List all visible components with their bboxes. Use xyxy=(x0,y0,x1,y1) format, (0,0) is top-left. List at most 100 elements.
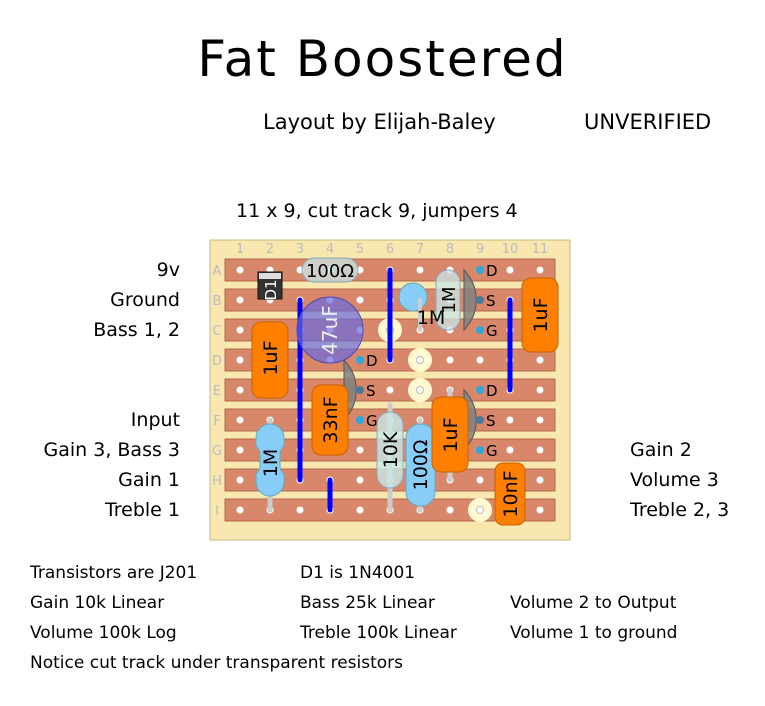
hole xyxy=(536,416,544,424)
track-cut-hole xyxy=(416,356,424,364)
component-label: D1 xyxy=(262,279,280,300)
row-label: I xyxy=(215,504,219,519)
hole xyxy=(296,506,304,514)
note-gain: Gain 10k Linear xyxy=(30,593,165,613)
track-cut-hole xyxy=(476,506,484,514)
note-volume: Volume 100k Log xyxy=(30,623,177,643)
note-treble: Treble 100k Linear xyxy=(300,623,457,643)
resistor-1m-round: 1M xyxy=(398,282,445,332)
transistor-body xyxy=(463,268,477,332)
column-label: 1 xyxy=(236,242,244,257)
hole xyxy=(236,476,244,484)
pin-label: G xyxy=(366,412,378,430)
pin-label: D xyxy=(366,352,378,370)
pin-label: S xyxy=(486,412,496,430)
component-label: 10K xyxy=(380,431,402,468)
pin-label: D xyxy=(486,382,498,400)
transistor-pin xyxy=(356,416,364,424)
left-label: Input xyxy=(130,409,180,431)
transistor-pin xyxy=(476,296,484,304)
note-transistors: Transistors are J201 xyxy=(30,563,198,583)
transistor-pin xyxy=(476,326,484,334)
transistor-pin xyxy=(356,386,364,394)
resistor-100-ohm-top: 100Ω xyxy=(301,257,359,283)
hole xyxy=(506,266,514,274)
hole xyxy=(536,476,544,484)
resistor-1m-left: 1M xyxy=(255,417,285,513)
row-label: E xyxy=(213,384,221,399)
note-bass: Bass 25k Linear xyxy=(300,593,435,613)
hole xyxy=(236,416,244,424)
row-label: H xyxy=(212,474,222,489)
resistor-10k: 10K xyxy=(376,402,404,513)
hole xyxy=(446,356,454,364)
row-label: C xyxy=(212,324,221,339)
component-label: 1uF xyxy=(530,297,552,332)
transistor-pin xyxy=(476,266,484,274)
row-label: F xyxy=(213,414,220,429)
left-label: Treble 1 xyxy=(104,499,180,521)
component-label: 100Ω xyxy=(410,440,432,491)
transistor-pin xyxy=(476,446,484,454)
component-label: 100Ω xyxy=(306,261,354,282)
component-label: 1M xyxy=(260,449,282,477)
left-label: Gain 3, Bass 3 xyxy=(43,439,181,461)
hole xyxy=(236,326,244,334)
hole xyxy=(236,506,244,514)
hole xyxy=(356,506,364,514)
component-label: 1uF xyxy=(440,417,462,452)
pin-label: G xyxy=(486,322,498,340)
board-summary: 11 x 9, cut track 9, jumpers 4 xyxy=(236,200,518,222)
note-volume-1: Volume 1 to ground xyxy=(510,623,678,643)
note-volume-2: Volume 2 to Output xyxy=(510,593,677,613)
hole xyxy=(476,476,484,484)
hole xyxy=(416,266,424,274)
component-label: 1M xyxy=(439,287,460,314)
column-label: 6 xyxy=(386,242,394,257)
hole xyxy=(536,266,544,274)
verification-status: UNVERIFIED xyxy=(584,110,712,134)
capacitor-1uf-left: 1uF xyxy=(251,321,289,399)
hole xyxy=(236,266,244,274)
pin-label: S xyxy=(366,382,376,400)
pin-label: D xyxy=(486,262,498,280)
hole xyxy=(506,446,514,454)
column-label: 7 xyxy=(416,242,424,257)
right-label: Treble 2, 3 xyxy=(630,499,730,521)
hole xyxy=(536,386,544,394)
row-label: G xyxy=(212,444,222,459)
hole xyxy=(356,296,364,304)
transistor-pin xyxy=(476,386,484,394)
track-cut-hole xyxy=(416,386,424,394)
right-label: Volume 3 xyxy=(630,469,719,491)
hole xyxy=(506,416,514,424)
component-label: 1M xyxy=(417,307,445,329)
transistor-pin xyxy=(476,416,484,424)
column-label: 9 xyxy=(476,242,484,257)
hole xyxy=(446,506,454,514)
column-label: 5 xyxy=(356,242,364,257)
row-label: B xyxy=(213,294,222,309)
left-label: Gain 1 xyxy=(118,469,180,491)
capacitor-33nf: 33nF xyxy=(311,384,349,456)
row-label: D xyxy=(212,354,222,369)
note-d1: D1 is 1N4001 xyxy=(300,563,416,583)
hole xyxy=(356,476,364,484)
author-credit: Layout by Elijah-Baley xyxy=(263,110,496,134)
capacitor-47uf: 47uF xyxy=(296,296,364,364)
component-label: 33nF xyxy=(320,396,342,443)
column-label: 10 xyxy=(502,242,519,257)
hole xyxy=(356,446,364,454)
left-label: 9v xyxy=(156,259,180,281)
column-label: 3 xyxy=(296,242,304,257)
right-label: Gain 2 xyxy=(630,439,692,461)
hole xyxy=(386,386,394,394)
hole xyxy=(236,356,244,364)
hole xyxy=(236,386,244,394)
row-label: A xyxy=(213,264,222,279)
hole xyxy=(536,506,544,514)
pin-label: G xyxy=(486,442,498,460)
pin-label: S xyxy=(486,292,496,310)
column-label: 11 xyxy=(532,242,549,257)
